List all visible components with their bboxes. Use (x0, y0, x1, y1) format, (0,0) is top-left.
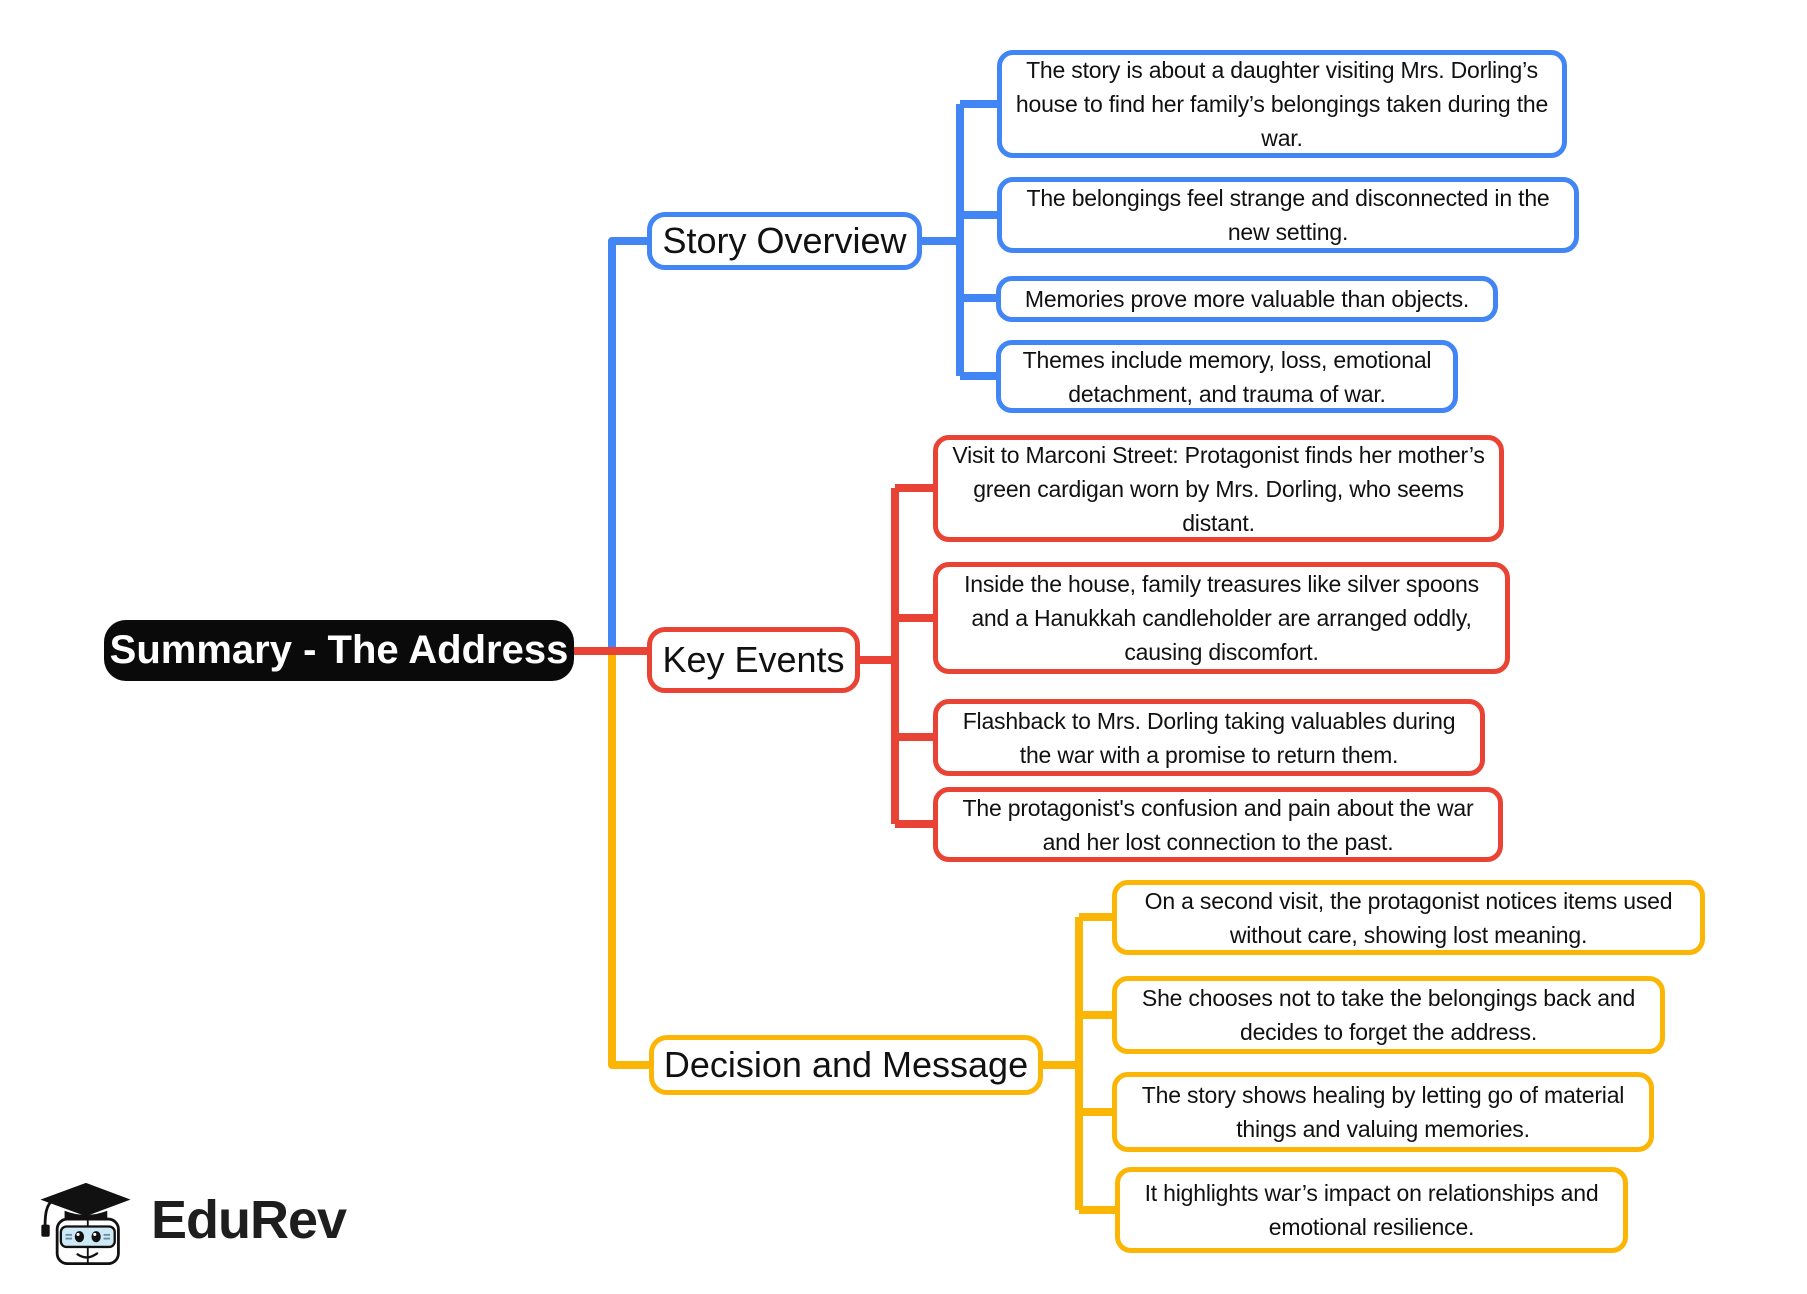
leaf-events-4: The protagonist's confusion and pain abo… (933, 787, 1503, 862)
edurev-mascot-icon (40, 1182, 131, 1266)
edurev-brand-text: EduRev (151, 1190, 347, 1250)
leaf-decision-2: She chooses not to take the belongings b… (1112, 976, 1665, 1054)
decision-branch-line (608, 647, 1116, 1214)
leaf-story-3: Memories prove more valuable than object… (996, 276, 1498, 322)
leaf-decision-4: It highlights war’s impact on relationsh… (1115, 1167, 1628, 1253)
edurev-logo: EduRev (33, 1172, 347, 1268)
root-node: Summary - The Address (104, 620, 574, 681)
branch-node-key-events: Key Events (647, 627, 860, 693)
branch-node-story-overview: Story Overview (647, 212, 922, 270)
leaf-events-3: Flashback to Mrs. Dorling taking valuabl… (933, 699, 1485, 776)
leaf-story-1: The story is about a daughter visiting M… (997, 50, 1567, 158)
leaf-story-2: The belongings feel strange and disconne… (997, 177, 1579, 253)
story-branch-line (608, 100, 998, 651)
leaf-decision-3: The story shows healing by letting go of… (1112, 1072, 1654, 1152)
leaf-events-1: Visit to Marconi Street: Protagonist fin… (933, 435, 1504, 542)
branch-node-decision-and-message: Decision and Message (649, 1035, 1043, 1095)
leaf-events-2: Inside the house, family treasures like … (933, 562, 1510, 674)
events-branch-line (574, 484, 934, 828)
leaf-decision-1: On a second visit, the protagonist notic… (1112, 880, 1705, 955)
leaf-story-4: Themes include memory, loss, emotional d… (996, 340, 1458, 413)
